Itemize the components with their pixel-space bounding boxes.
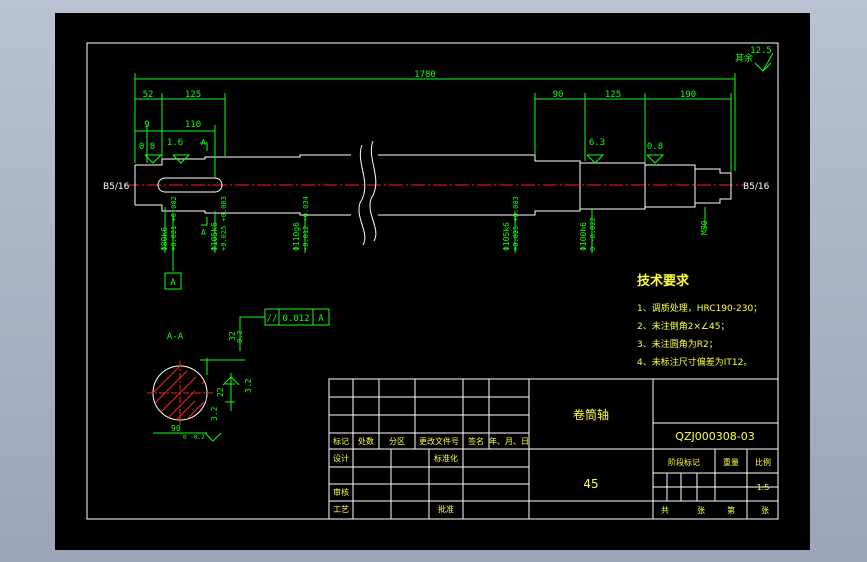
drawing-sheet: 1780 52 125 9 110 90 125 190 0.8 1.6 6.3… (55, 13, 810, 550)
hdr-qianming: 签名 (468, 436, 484, 446)
dia-105-right: Φ105k6 (502, 222, 511, 251)
dim-110: 110 (185, 120, 201, 130)
hdr-biaozhunhua: 标准化 (434, 453, 458, 463)
section-dim-0-2: 0.2 (236, 330, 244, 343)
tech-item-2: 2、未注倒角2×∠45； (637, 320, 730, 332)
hdr-zhang2: 张 (761, 506, 769, 515)
section-mark-bottom: A (201, 228, 206, 237)
tol-80: +0.021 +0.002 (170, 196, 178, 251)
hdr-biaoji: 标记 (333, 436, 349, 446)
shaft-outline (134, 140, 732, 246)
datum-a-label: A (170, 278, 176, 288)
hdr-bili: 比例 (755, 457, 771, 467)
dim-125-right: 125 (605, 90, 621, 100)
material: 45 (583, 477, 598, 491)
roughness-0-8-left: 0.8 (139, 142, 155, 152)
hdr-jieduan: 阶段标记 (668, 457, 700, 467)
hdr-zhongliang: 重量 (723, 457, 739, 467)
roughness-0-8-right: 0.8 (647, 142, 663, 152)
dim-52: 52 (143, 90, 154, 100)
section-dim-32: 32 (228, 331, 237, 341)
drawing-number: QZJ000308-03 (675, 430, 754, 443)
tech-item-4: 4、未标注尺寸偏差为IT12。 (637, 356, 752, 368)
dia-80: Φ80k6 (160, 227, 169, 251)
section-roughness-3-2b: 3.2 (210, 406, 219, 421)
hdr-zhang: 张 (697, 506, 705, 515)
dia-105-left: Φ105k6 (210, 222, 219, 251)
drawing-canvas: 1780 52 125 9 110 90 125 190 0.8 1.6 6.3… (86, 42, 779, 520)
section-depth-tol: 0 -0.2 (183, 434, 205, 441)
dim-9: 9 (144, 120, 149, 130)
tech-title: 技术要求 (637, 273, 690, 289)
center-hole-right: B5/16 (743, 182, 770, 192)
dia-110: Φ110g6 (292, 222, 301, 251)
part-name: 卷筒轴 (573, 407, 609, 422)
roughness-1-6: 1.6 (167, 138, 183, 148)
section-dim-22: 22 (216, 387, 225, 397)
dim-190: 190 (680, 90, 696, 100)
hdr-date: 年、月、日 (489, 436, 529, 446)
hdr-gong: 共 (661, 506, 669, 515)
hdr-sheji: 设计 (333, 453, 349, 463)
thread-m80: M80 (700, 220, 709, 235)
hdr-chushu: 处数 (358, 436, 374, 446)
rest-label: 其余 (735, 52, 753, 64)
tech-item-3: 3、未注圆角为R2； (637, 338, 718, 350)
section-dim-90: 90 (171, 424, 181, 433)
gdt-symbol: // (267, 314, 278, 324)
hdr-fenqu: 分区 (389, 437, 405, 446)
tol-100: 0 -0.022 (589, 217, 597, 251)
section-roughness-3-2: 3.2 (244, 378, 253, 393)
tol-105-left: +0.025 +0.003 (220, 196, 228, 251)
tech-item-1: 1、调质处理，HRC190-230； (637, 302, 762, 314)
center-hole-left: B5/16 (103, 182, 130, 192)
gdt-datum: A (318, 314, 324, 324)
tol-105-right: +0.025 +0.003 (512, 196, 520, 251)
section-aa (147, 358, 245, 442)
gdt-value: 0.012 (282, 314, 309, 324)
hdr-gaiwenjian: 更改文件号 (419, 436, 459, 446)
gdt-frame (239, 308, 330, 351)
hdr-gongyi: 工艺 (333, 505, 349, 514)
scale-value: 1:5 (757, 483, 770, 492)
section-label: A-A (167, 332, 184, 342)
roughness-12-5: 12.5 (750, 46, 772, 56)
dim-125-left: 125 (185, 90, 201, 100)
section-mark-top: A (201, 138, 206, 147)
title-block-grid (328, 378, 779, 520)
dia-100: Φ100h6 (579, 222, 588, 251)
tol-110: -0.012 -0.034 (302, 196, 310, 251)
dimension-lines (134, 52, 774, 290)
hdr-pizhun: 批准 (438, 504, 454, 514)
roughness-6-3: 6.3 (589, 138, 605, 148)
hdr-shenhe: 审核 (333, 487, 349, 497)
hdr-di: 第 (727, 505, 735, 515)
dim-90: 90 (553, 90, 564, 100)
dim-overall: 1780 (414, 70, 436, 80)
